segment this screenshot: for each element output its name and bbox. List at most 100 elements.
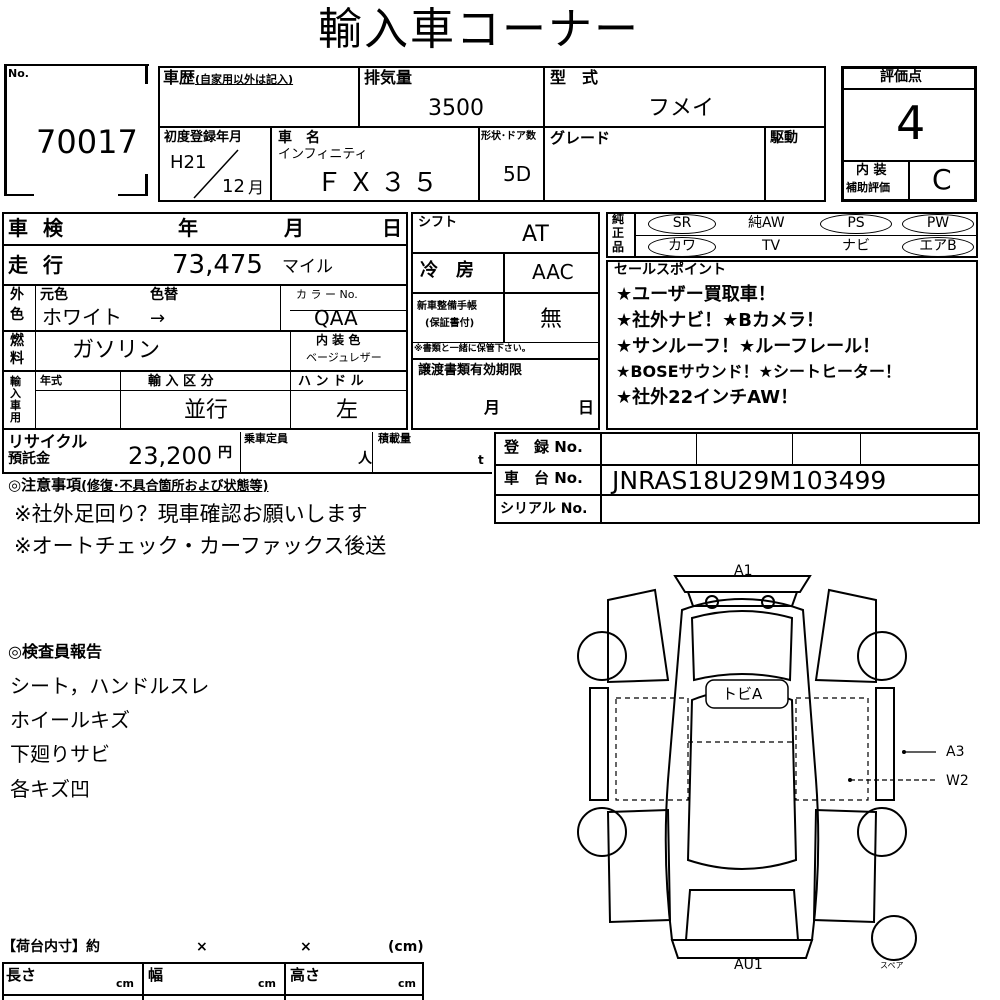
- hood: [690, 610, 794, 682]
- interior-color-value: ベージュレザー: [306, 351, 382, 364]
- capacity-unit: 人: [358, 451, 372, 467]
- transfer-label: 譲渡書類有効期限: [418, 363, 523, 378]
- inspector-line-2: ホイールキズ: [10, 708, 130, 732]
- wheel-rear-right: [857, 807, 907, 857]
- registration-label: 登 録 No.: [504, 438, 583, 456]
- equip-side-2: 正: [612, 226, 625, 240]
- left-rear-fender: [606, 808, 672, 924]
- equip-navi: ナビ: [842, 238, 870, 254]
- maint-value: 無: [540, 307, 563, 332]
- doors-label: 形状･ドア数: [481, 131, 536, 142]
- history-sublabel: (自家用以外は記入): [195, 73, 294, 86]
- spare-tire: [871, 915, 917, 961]
- fuel-value: ガソリン: [72, 338, 161, 363]
- interior-score-value: C: [932, 163, 952, 196]
- sales-line-3: ★サンルーフ！★ルーフレール！: [616, 336, 881, 357]
- import-side-1: 輸: [10, 375, 21, 388]
- fuel-side-1: 燃: [10, 333, 24, 349]
- orig-color-label: 元色: [40, 287, 68, 303]
- handle-label: ハ ン ド ル: [298, 374, 364, 389]
- interior-score-label-2: 補助評価: [846, 181, 890, 194]
- color-code: QAA: [314, 306, 358, 330]
- mileage-label: 走 行: [8, 253, 67, 277]
- wheel-front-right: [857, 631, 907, 681]
- ac-label: 冷 房: [420, 260, 474, 281]
- import-class-label: 輸 入 区 分: [148, 374, 214, 389]
- equip-leather: カワ: [648, 237, 716, 257]
- inspector-line-4: 各キズ凹: [10, 777, 90, 801]
- first-reg-label: 初度登録年月: [164, 130, 243, 145]
- color-code-label: カ ラ ー No.: [296, 288, 358, 301]
- equip-sr: SR: [648, 214, 716, 234]
- wheel-front-left: [577, 631, 627, 681]
- equip-pw: PW: [902, 214, 974, 234]
- history-label: 車歴: [163, 68, 196, 87]
- rear-mark: AU1: [734, 957, 763, 973]
- lot-number: 70017: [36, 123, 138, 161]
- front-mark: A1: [734, 563, 753, 579]
- note-line-1: ※社外足回り？現車確認お願いします: [14, 502, 368, 526]
- first-reg-year: H21: [170, 152, 207, 173]
- grade-label: グレード: [550, 129, 611, 147]
- color-side-1: 外: [10, 287, 24, 303]
- handle-value: 左: [336, 398, 359, 423]
- import-side-2: 入: [10, 387, 21, 400]
- shift-value: AT: [522, 222, 549, 247]
- transfer-month: 月: [484, 398, 501, 417]
- interior-color-label: 内 装 色: [316, 333, 361, 347]
- change-color-label: 色替: [150, 287, 178, 303]
- notes-sublabel: (修復･不具合箇所および状態等): [81, 479, 269, 494]
- drive-label: 駆動: [770, 130, 798, 146]
- right-door: [875, 687, 895, 801]
- spare-label: スペア: [880, 961, 904, 970]
- car-name-label: 車 名: [278, 130, 320, 146]
- recycle-label-2: 預託金: [8, 451, 50, 467]
- top-info-grid: [158, 66, 826, 202]
- sales-line-2: ★社外ナビ！★Bカメラ！: [616, 310, 824, 331]
- wheel-rear-left: [577, 807, 627, 857]
- cargo-label: 【荷台内寸】約: [2, 939, 100, 955]
- registration-table: [494, 432, 980, 524]
- equip-tv: TV: [762, 238, 781, 254]
- cargo-x2: ×: [300, 939, 312, 955]
- car-damage-diagram: [577, 575, 936, 961]
- serial-label: シリアル No.: [500, 501, 588, 517]
- left-front-fender: [607, 588, 670, 684]
- equip-ps: PS: [820, 214, 892, 234]
- inspector-label: ◎検査員報告: [8, 642, 102, 661]
- sales-line-5: ★社外22インチAW！: [616, 387, 799, 408]
- transfer-day: 日: [578, 398, 595, 417]
- mileage-value: 73,475: [172, 250, 263, 280]
- import-side-3: 車: [10, 399, 21, 412]
- front-bumper: [673, 575, 812, 593]
- rear-bumper: [670, 939, 814, 959]
- equip-side-1: 純: [612, 212, 625, 226]
- note-line-2: ※オートチェック・カーファックス後送: [14, 534, 387, 558]
- score-value: 4: [896, 96, 926, 150]
- shift-label: シフト: [418, 215, 458, 230]
- maint-label-1: 新車整備手帳: [417, 301, 477, 312]
- inspection-month-unit: 月: [284, 216, 304, 240]
- inspection-day-unit: 日: [382, 216, 402, 240]
- chassis-value: JNRAS18U29M103499: [612, 466, 887, 495]
- equip-airbag: エアB: [902, 237, 974, 257]
- right-mark-1: A3: [946, 744, 965, 760]
- load-label: 積載量: [378, 432, 411, 445]
- chassis-label: 車 台 No.: [504, 469, 583, 487]
- doors-value: 5D: [503, 162, 532, 186]
- cargo-x1: ×: [196, 939, 208, 955]
- sales-label: セールスポイント: [614, 262, 726, 278]
- page-title: 輸入車コーナー: [318, 4, 640, 55]
- car-name-value: ＦＸ３５: [316, 168, 445, 198]
- cargo-unit: (cm): [388, 939, 424, 955]
- score-label: 評価点: [880, 69, 922, 85]
- load-unit: t: [478, 453, 484, 467]
- import-side-4: 用: [10, 411, 21, 424]
- recycle-label-1: リサイクル: [8, 432, 88, 451]
- cargo-height-label: 高さ: [290, 966, 321, 984]
- inspector-line-3: 下廻りサビ: [10, 742, 110, 766]
- ac-value: AAC: [532, 260, 574, 284]
- recycle-unit: 円: [218, 445, 232, 461]
- fuel-side-2: 料: [10, 351, 24, 367]
- shift-ac-grid: [411, 212, 600, 430]
